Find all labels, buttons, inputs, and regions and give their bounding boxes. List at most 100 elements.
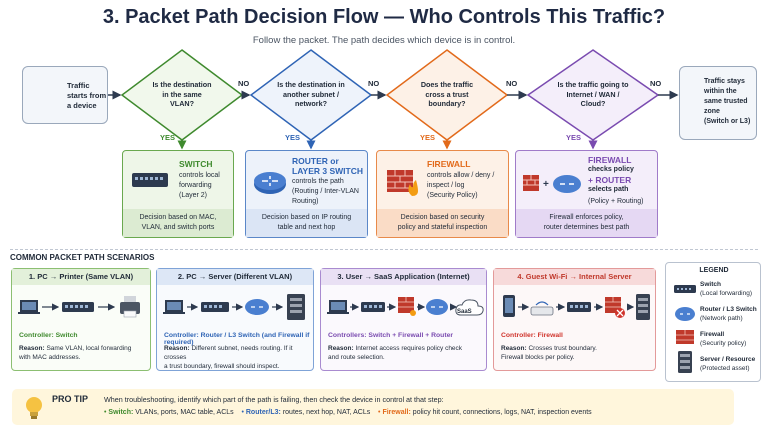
result-desc-line: (Routing / Inter-VLAN [292, 188, 359, 195]
result-desc-line: forwarding [179, 182, 212, 189]
tip-item-name: Router/L3: [245, 409, 281, 416]
end-text-line: (Switch or L3) [704, 118, 751, 125]
end-text-line: Traffic stays [704, 78, 745, 85]
scenario-card-2: 2. PC → Server (Different VLAN) Controll… [156, 268, 314, 371]
legend-item-router: Router / L3 Switch(Network path) [700, 306, 757, 322]
legend-item-server: Server / Resource(Protected asset) [700, 356, 756, 372]
result-router: ROUTER or LAYER 3 SWITCH controls the pa… [245, 150, 368, 238]
scenario-card-1: 1. PC → Printer (Same VLAN) Controller: … [11, 268, 151, 371]
result-bottom-line: VLAN, and switch ports [141, 224, 215, 231]
result-bottom-line: Decision based on security [400, 214, 485, 221]
result-title: SWITCH [179, 159, 213, 169]
result-title: FIREWALL [588, 155, 632, 165]
scenario-card-3: 3. User → SaaS Application (Internet) Sa… [320, 268, 487, 371]
legend-title: LEGEND [699, 267, 729, 274]
result-title: LAYER 3 SWITCH [292, 166, 364, 176]
yes-label: YES [566, 133, 582, 142]
scenario-reason: Reason: Internet access requires policy … [328, 345, 463, 361]
legend-item-switch: Switch(Local forwarding) [700, 281, 753, 297]
pro-tip-text: When troubleshooting, identify which par… [104, 395, 444, 404]
yes-label: YES [160, 133, 176, 142]
svg-text:+: + [543, 179, 549, 190]
tip-item-name: Switch: [108, 409, 134, 416]
result-desc-line: inspect / log [427, 182, 465, 189]
result-title: FIREWALL [427, 159, 471, 169]
result-desc-line: controls the path [292, 178, 344, 185]
result-desc-line: (Layer 2) [179, 192, 208, 199]
scenario-controller: Controller: Router / L3 Switch (and Fire… [164, 332, 310, 346]
scenario-controller: Controller: Firewall [501, 332, 563, 339]
scenario-title: 3. User → SaaS Application (Internet) [321, 269, 486, 285]
result-desc-line: (Policy + Routing) [588, 198, 644, 205]
result-title: ROUTER or [292, 156, 339, 166]
start-node: Traffic starts from a device [22, 66, 108, 124]
start-text-line: starts from [67, 91, 107, 100]
pro-tip-box: PRO TIP When troubleshooting, identify w… [12, 389, 734, 425]
legend: LEGEND Switch(Local forwarding) Router /… [665, 262, 761, 382]
scenario-path-4 [503, 294, 650, 320]
scenario-card-4: 4. Guest Wi-Fi → Internal Server Control… [493, 268, 656, 371]
firewall-icon [676, 330, 694, 344]
result-bottom-line: router determines best path [543, 224, 630, 231]
result-desc-line: controls local [179, 172, 220, 179]
legend-icons [674, 285, 696, 373]
scenario-title: 4. Guest Wi-Fi → Internal Server [494, 269, 655, 285]
end-text-line: zone [704, 108, 720, 115]
result-firewall: FIREWALL controls allow / deny / inspect… [376, 150, 509, 238]
section-divider [10, 249, 758, 250]
result-bottom-line: policy and stateful inspection [397, 224, 488, 231]
scenario-path-3 [327, 297, 484, 316]
tip-item-text: VLANs, ports, MAC table, ACLs [135, 409, 234, 416]
result-desc-line: controls allow / deny / [427, 172, 495, 179]
start-text-line: Traffic [67, 81, 90, 90]
end-node: Traffic stays within the same trusted zo… [679, 66, 757, 140]
switch-icon [674, 285, 696, 293]
switch-icon [132, 173, 168, 187]
scenario-reason: Reason: Crosses trust boundary. Firewall… [501, 345, 597, 361]
scenario-controller: Controllers: Switch + Firewall + Router [328, 332, 454, 339]
end-text-line: within the [704, 88, 737, 95]
result-bottom-line: Decision based on IP routing [261, 214, 352, 221]
tip-item-name: Firewall: [382, 409, 411, 416]
result-title: checks policy [588, 166, 634, 173]
scenarios-heading: COMMON PACKET PATH SCENARIOS [10, 253, 155, 262]
no-label: NO [506, 79, 518, 88]
scenario-controller: Controller: Switch [19, 332, 78, 339]
scenario-path-1 [18, 296, 140, 318]
no-label: NO [368, 79, 380, 88]
tip-item-text: routes, next hop, NAT, ACLs [282, 409, 371, 416]
result-title: + ROUTER [588, 175, 632, 185]
result-bottom-line: Firewall enforces policy, [549, 214, 624, 221]
result-desc-line: Routing) [292, 198, 319, 205]
lightbulb-icon [26, 397, 42, 419]
scenario-reason: Reason: Same VLAN, local forwarding with… [19, 345, 132, 361]
no-label: NO [650, 79, 662, 88]
firewall-icon [387, 170, 418, 196]
tip-item-text: policy hit count, connections, logs, NAT… [412, 409, 592, 416]
saas-label: SaaS [457, 309, 472, 315]
yes-label: YES [285, 133, 301, 142]
scenario-title: 1. PC → Printer (Same VLAN) [12, 269, 150, 285]
end-text-line: same trusted [704, 98, 748, 105]
page-subtitle: Follow the packet. The path decides whic… [252, 35, 516, 46]
server-icon [678, 351, 692, 373]
yes-label: YES [420, 133, 436, 142]
result-switch: SWITCH controls local forwarding (Layer … [122, 150, 234, 238]
result-desc-line: (Security Policy) [427, 192, 478, 199]
page-title: 3. Packet Path Decision Flow — Who Contr… [102, 6, 666, 28]
legend-item-firewall: Firewall(Security policy) [700, 331, 747, 347]
result-title: selects path [588, 186, 629, 193]
pro-tip-title: PRO TIP [52, 394, 89, 404]
result-firewall-router: + FIREWALL checks policy + ROUTER select… [515, 150, 658, 238]
result-bottom-line: Decision based on MAC, [139, 214, 217, 221]
result-bottom-line: table and next hop [277, 224, 336, 231]
scenario-path-2 [163, 294, 305, 320]
no-label: NO [238, 79, 250, 88]
router-icon [675, 307, 695, 321]
pro-tip-items: • Switch: VLANs, ports, MAC table, ACLs … [104, 409, 592, 416]
router-icon [254, 172, 286, 194]
